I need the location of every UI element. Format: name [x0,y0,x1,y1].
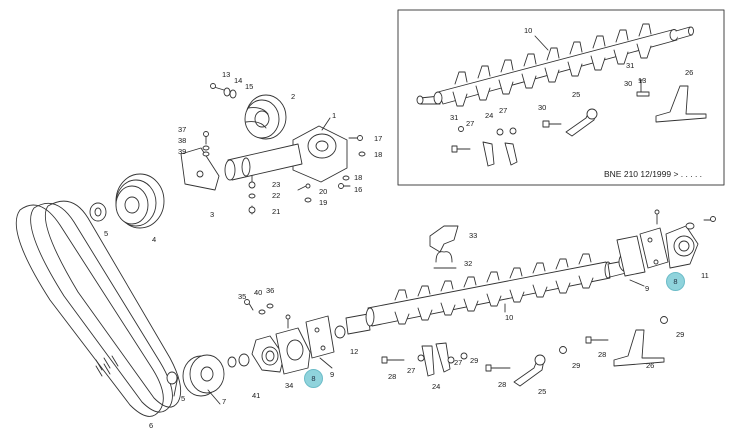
bracket-33 [429,225,459,253]
label-18b: 18 [354,173,363,182]
label-28c: 28 [598,350,607,359]
inset-label-24: 24 [485,111,494,120]
label-2: 2 [291,92,296,101]
label-33: 33 [469,231,478,240]
label-14: 14 [234,76,243,85]
label-22: 22 [272,191,281,200]
label-7: 7 [222,397,227,406]
label-9a: 9 [645,284,650,293]
inset-label-26: 26 [685,68,694,77]
label-27b: 27 [454,358,463,367]
label-10: 10 [505,313,514,322]
label-27a: 27 [407,366,416,375]
label-29c: 29 [676,330,685,339]
label-29a: 29 [470,356,479,365]
label-24: 24 [432,382,441,391]
label-28b: 28 [498,380,507,389]
inset-label-27b: 27 [466,119,475,128]
inset-label-25: 25 [572,90,581,99]
inset-label-30: 30 [624,79,633,88]
label-35: 35 [238,292,247,301]
label-16: 16 [354,185,363,194]
label-32: 32 [464,259,473,268]
label-25: 25 [538,387,547,396]
label-12: 12 [350,347,359,356]
label-39: 39 [178,147,187,156]
label-19: 19 [319,198,328,207]
inset-label-30b: 30 [538,103,547,112]
label-15: 15 [245,82,254,91]
u-bolt-32 [433,251,457,269]
label-4: 4 [152,235,157,244]
inset-label-13: 13 [638,76,647,85]
inset-label-10: 10 [524,26,533,35]
right-bearing-group [616,209,716,277]
label-28a: 28 [388,372,397,381]
inset-label-27a: 27 [499,106,508,115]
inset-label-31: 31 [626,61,635,70]
label-23: 23 [272,180,281,189]
label-21: 21 [272,207,281,216]
label-36: 36 [266,286,275,295]
label-37: 37 [178,125,187,134]
label-5b: 5 [181,394,186,403]
highlight-callout-8-right[interactable]: 8 [666,272,685,291]
label-6: 6 [149,421,154,430]
label-38: 38 [178,136,187,145]
label-5a: 5 [104,229,109,238]
label-9b: 9 [330,370,335,379]
label-34: 34 [285,381,294,390]
label-1: 1 [332,111,337,120]
label-18a: 18 [374,150,383,159]
label-26: 26 [646,361,655,370]
inset-brackets [452,23,652,107]
label-20: 20 [319,187,328,196]
label-40: 40 [254,288,263,297]
lower-parts [381,316,668,387]
pulley-4-group [89,173,165,229]
main-shaft [345,253,627,335]
gearbox-assembly [180,83,366,215]
inset-shaft [416,26,694,105]
highlight-callout-8-left[interactable]: 8 [304,369,323,388]
pulley-7-group [166,299,346,397]
label-3: 3 [210,210,215,219]
inset-caption: BNE 210 12/1999 > . . . . . [604,169,703,179]
label-17: 17 [374,134,383,143]
inset-label-31b: 31 [450,113,459,122]
label-11: 11 [701,271,709,280]
label-29b: 29 [572,361,581,370]
label-41: 41 [252,391,261,400]
belts [15,200,182,417]
label-13: 13 [222,70,231,79]
